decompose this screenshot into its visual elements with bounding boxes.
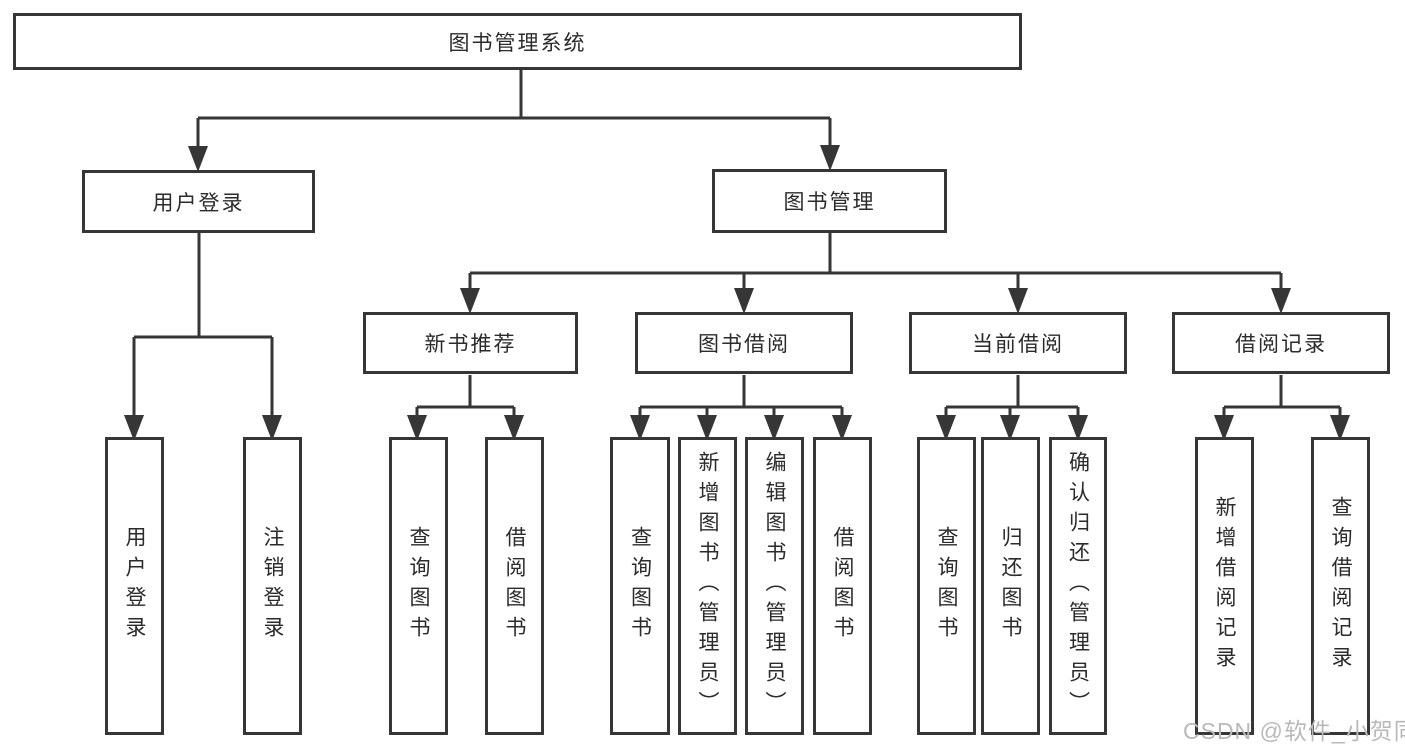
node-label: 借阅图书 xyxy=(831,526,854,646)
connector-current-group-lines xyxy=(944,375,1080,416)
leaf-edit-book-admin: 编辑图书（管理员） xyxy=(745,437,804,735)
leaf-borrow-book: 借阅图书 xyxy=(813,437,872,735)
node-library-system: 图书管理系统 xyxy=(13,13,1022,70)
arrow-icon xyxy=(1330,415,1350,441)
node-label: 图书管理 xyxy=(783,191,876,214)
node-label: 确认归还（管理员） xyxy=(1066,451,1090,721)
connector-newbook-group-lines xyxy=(415,375,516,416)
node-label: 图书管理系统 xyxy=(448,31,587,55)
node-label: 归还图书 xyxy=(999,526,1022,646)
arrow-icon xyxy=(262,415,282,441)
node-book-borrow: 图书借阅 xyxy=(635,312,853,374)
node-current-borrow: 当前借阅 xyxy=(909,312,1127,374)
connector-level2-lines xyxy=(196,68,832,148)
arrow-icon xyxy=(1068,415,1088,441)
node-label: 用户登录 xyxy=(123,526,146,646)
node-label: 图书借阅 xyxy=(698,333,790,356)
node-borrow-record: 借阅记录 xyxy=(1172,312,1390,374)
node-book-management: 图书管理 xyxy=(712,169,947,233)
leaf-user-login: 用户登录 xyxy=(105,437,164,735)
arrow-icon xyxy=(734,288,754,314)
arrow-icon xyxy=(630,415,650,441)
arrow-icon xyxy=(1000,415,1020,441)
node-label: 注销登录 xyxy=(261,526,284,646)
node-label: 查询图书 xyxy=(935,526,958,646)
node-label: 借阅图书 xyxy=(503,526,526,646)
arrow-icon xyxy=(832,415,852,441)
arrow-icon xyxy=(820,145,840,171)
leaf-query-book: 查询图书 xyxy=(389,437,448,735)
leaf-add-book-admin: 新增图书（管理员） xyxy=(678,437,737,735)
arrow-icon xyxy=(407,415,427,441)
leaf-query-borrow-record: 查询借阅记录 xyxy=(1311,437,1370,735)
connector-borrow-group-lines xyxy=(638,375,844,416)
connector-record-group-lines xyxy=(1222,375,1342,416)
arrow-icon xyxy=(764,415,784,441)
arrow-icon xyxy=(936,415,956,441)
node-new-book-recommend: 新书推荐 xyxy=(363,312,578,374)
node-label: 查询图书 xyxy=(628,526,652,646)
node-label: 编辑图书（管理员） xyxy=(763,451,786,721)
node-label: 查询图书 xyxy=(407,526,430,646)
leaf-query-book: 查询图书 xyxy=(917,437,976,735)
arrow-icon xyxy=(460,288,480,314)
arrow-icon xyxy=(697,415,717,441)
csdn-watermark: CSDN @软件_小贺同学 xyxy=(1183,718,1405,744)
connector-level3-lines xyxy=(468,231,1283,290)
arrow-icon xyxy=(1008,288,1028,314)
arrow-icon xyxy=(124,415,144,441)
arrow-icon xyxy=(1214,415,1234,441)
arrow-icon xyxy=(1271,288,1291,314)
node-label: 借阅记录 xyxy=(1235,333,1327,356)
arrowheads xyxy=(124,145,1350,441)
leaf-borrow-book: 借阅图书 xyxy=(485,437,544,735)
node-label: 当前借阅 xyxy=(972,333,1064,356)
connector-userlogin-group-lines xyxy=(132,231,274,416)
arrow-icon xyxy=(504,415,524,441)
node-user-login: 用户登录 xyxy=(82,170,315,233)
leaf-logout: 注销登录 xyxy=(243,437,302,735)
leaf-return-book: 归还图书 xyxy=(981,437,1040,735)
node-label: 新增图书（管理员） xyxy=(696,451,719,721)
node-label: 用户登录 xyxy=(152,191,245,215)
leaf-add-borrow-record: 新增借阅记录 xyxy=(1195,437,1254,735)
arrow-icon xyxy=(188,146,208,172)
leaf-query-book: 查询图书 xyxy=(610,437,670,735)
node-label: 新书推荐 xyxy=(424,333,517,356)
leaf-confirm-return-admin: 确认归还（管理员） xyxy=(1049,437,1107,735)
node-label: 新增借阅记录 xyxy=(1213,496,1236,676)
node-label: 查询借阅记录 xyxy=(1329,496,1352,676)
